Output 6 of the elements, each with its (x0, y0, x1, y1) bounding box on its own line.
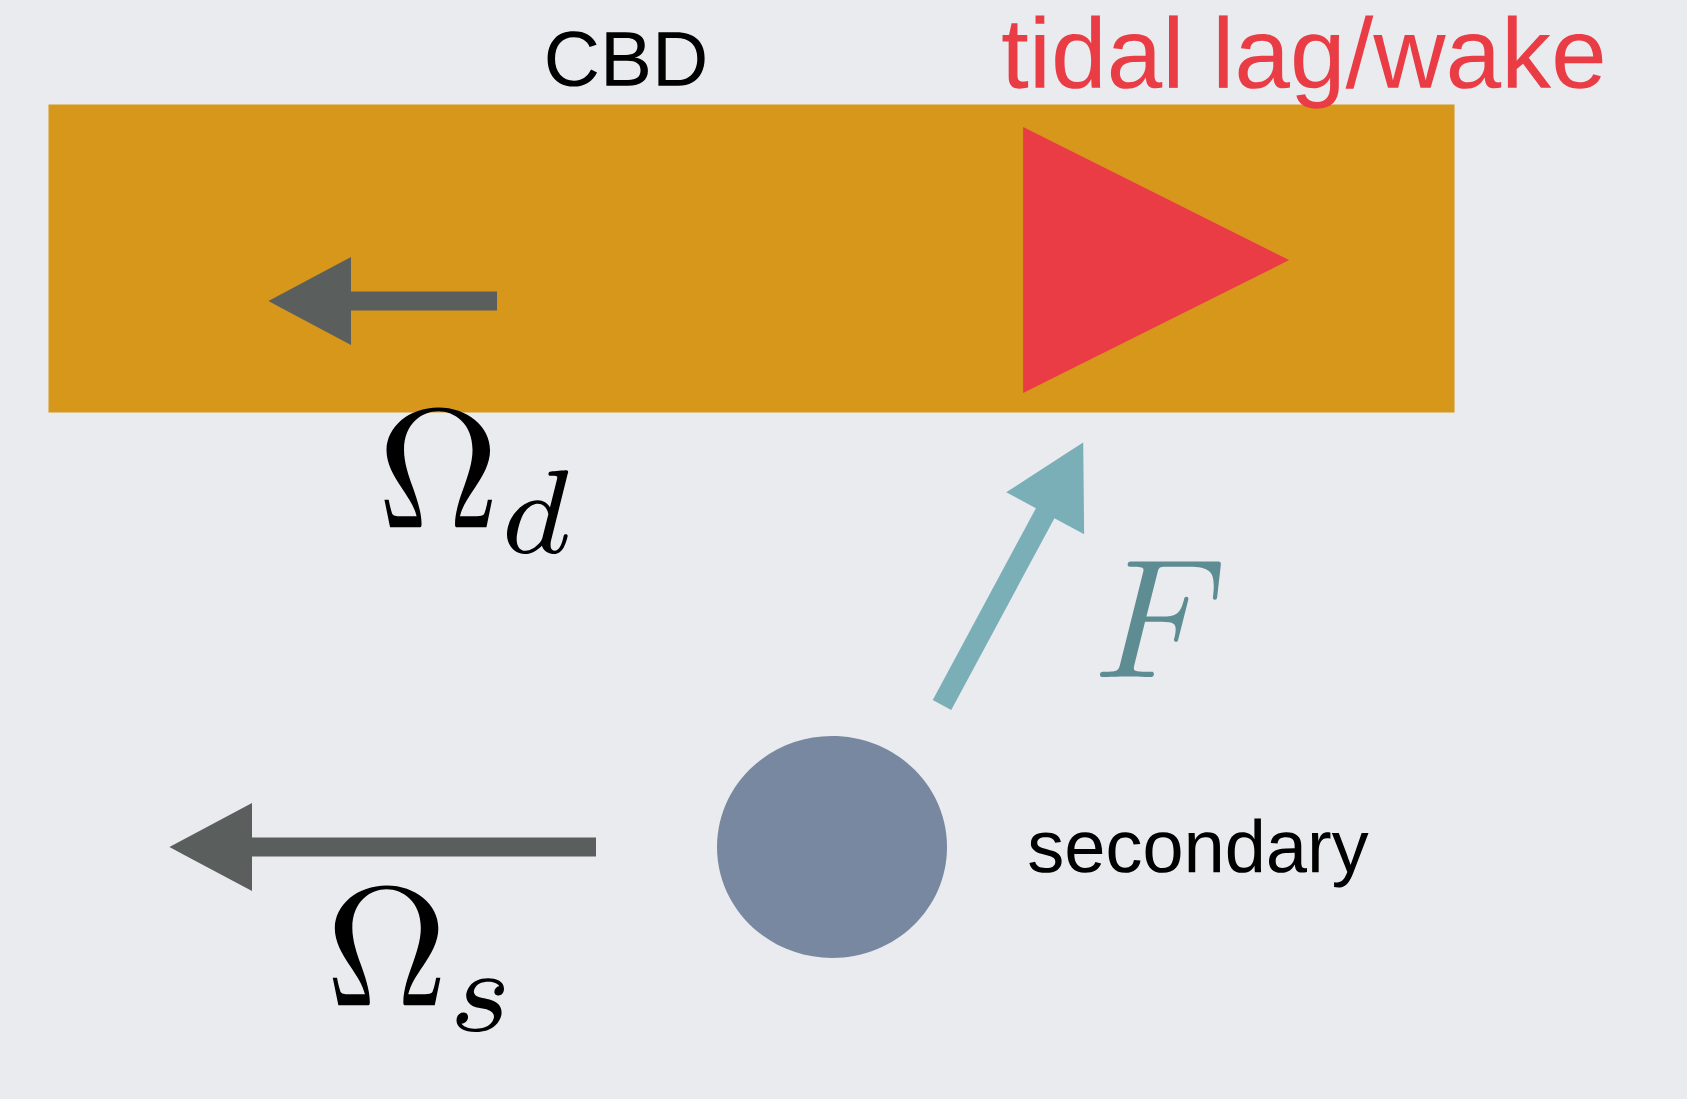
body-label: secondary (1029, 818, 1369, 888)
symbol-label: $F$ (1100, 561, 1221, 678)
symbol-label: $\Omega_d$ (384, 407, 569, 555)
heading-text: CBD (547, 31, 705, 87)
symbol-label: $\Omega_s$ (332, 885, 504, 1033)
heading-text: tidal lag/wake (1002, 15, 1603, 109)
